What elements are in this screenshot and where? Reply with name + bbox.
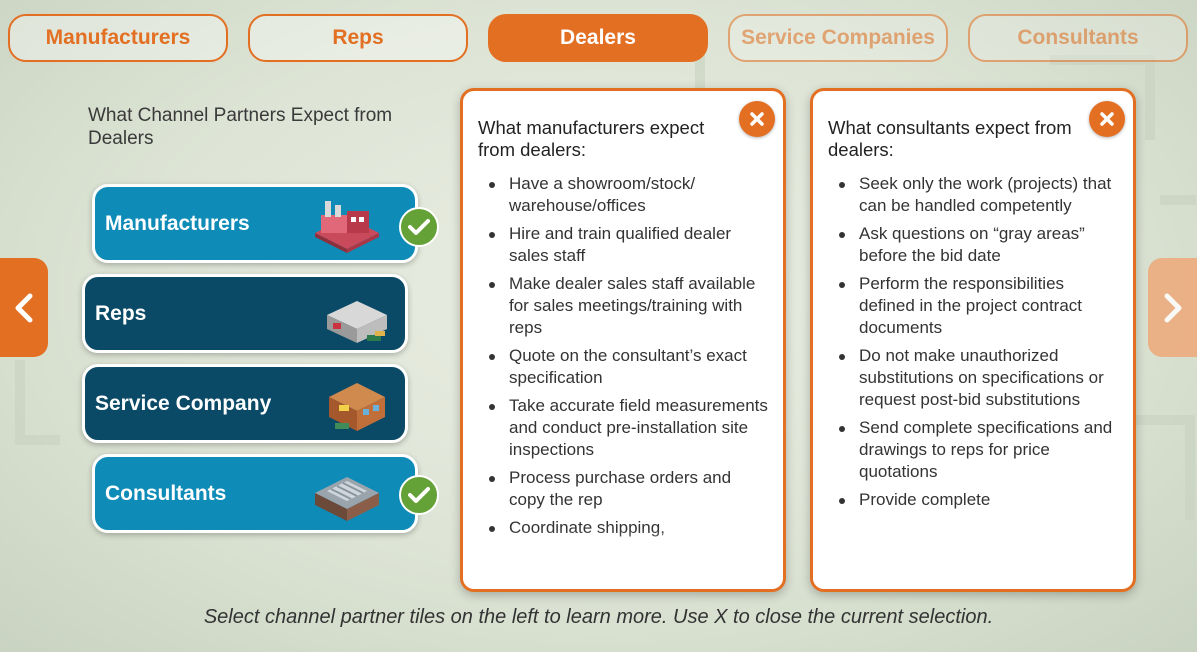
tab-manufacturers[interactable]: Manufacturers bbox=[8, 14, 228, 62]
check-icon bbox=[399, 207, 439, 247]
close-icon bbox=[1100, 112, 1114, 126]
consultants-expectations-card: What consultants expect from dealers: Se… bbox=[810, 88, 1136, 592]
tile-manufacturers[interactable]: Manufacturers bbox=[92, 184, 439, 263]
list-item: Do not make unauthorized substitutions o… bbox=[835, 345, 1121, 411]
close-button[interactable] bbox=[1089, 101, 1125, 137]
service-building-icon bbox=[329, 383, 385, 431]
tile-label: Service Company bbox=[95, 391, 272, 415]
card-title: What manufacturers expect from dealers: bbox=[478, 117, 705, 160]
list-item: Hire and train qualified dealer sales st… bbox=[485, 223, 771, 267]
list-item: Perform the responsibilities defined in … bbox=[835, 273, 1121, 339]
scroll-fade bbox=[463, 529, 783, 589]
manufacturers-expectations-card: What manufacturers expect from dealers: … bbox=[460, 88, 786, 592]
tab-dealers[interactable]: Dealers bbox=[488, 14, 708, 62]
office-building-icon bbox=[315, 477, 379, 521]
previous-button[interactable] bbox=[0, 258, 48, 357]
tab-consultants[interactable]: Consultants bbox=[968, 14, 1188, 62]
warehouse-icon bbox=[327, 301, 387, 343]
list-item: Take accurate field measurements and con… bbox=[485, 395, 771, 461]
tile-label: Consultants bbox=[105, 481, 227, 505]
tile-label: Reps bbox=[95, 301, 147, 325]
close-button[interactable] bbox=[739, 101, 775, 137]
tile-consultants[interactable]: Consultants bbox=[92, 454, 439, 533]
tab-reps[interactable]: Reps bbox=[248, 14, 468, 62]
list-item: Make dealer sales staff available for sa… bbox=[485, 273, 771, 339]
next-button[interactable] bbox=[1148, 258, 1197, 357]
section-heading: What Channel Partners Expect from Dealer… bbox=[88, 105, 393, 149]
list-item: Seek only the work (projects) that can b… bbox=[835, 173, 1121, 217]
list-item: Ask questions on “gray areas” before the… bbox=[835, 223, 1121, 267]
tab-service-companies[interactable]: Service Companies bbox=[728, 14, 948, 62]
close-icon bbox=[750, 112, 764, 126]
card-title: What consultants expect from dealers: bbox=[828, 117, 1072, 160]
list-item: Have a showroom/stock/ warehouse/offices bbox=[485, 173, 771, 217]
list-item: Send complete specifications and drawing… bbox=[835, 417, 1121, 483]
tile-label: Manufacturers bbox=[105, 211, 250, 235]
tile-reps[interactable]: Reps bbox=[82, 274, 408, 353]
list-item: Process purchase orders and copy the rep bbox=[485, 467, 771, 511]
chevron-right-icon bbox=[1164, 293, 1181, 322]
instructions-text: Select channel partner tiles on the left… bbox=[203, 606, 994, 628]
expectations-list: Seek only the work (projects) that can b… bbox=[835, 173, 1121, 517]
factory-icon bbox=[315, 201, 379, 253]
chevron-left-icon bbox=[15, 293, 33, 322]
check-icon bbox=[399, 475, 439, 515]
list-item: Quote on the consultant’s exact specific… bbox=[485, 345, 771, 389]
expectations-list: Have a showroom/stock/ warehouse/offices… bbox=[485, 173, 771, 545]
list-item: Provide complete bbox=[835, 489, 1121, 511]
scroll-fade bbox=[813, 529, 1133, 589]
tile-service-company[interactable]: Service Company bbox=[82, 364, 408, 443]
